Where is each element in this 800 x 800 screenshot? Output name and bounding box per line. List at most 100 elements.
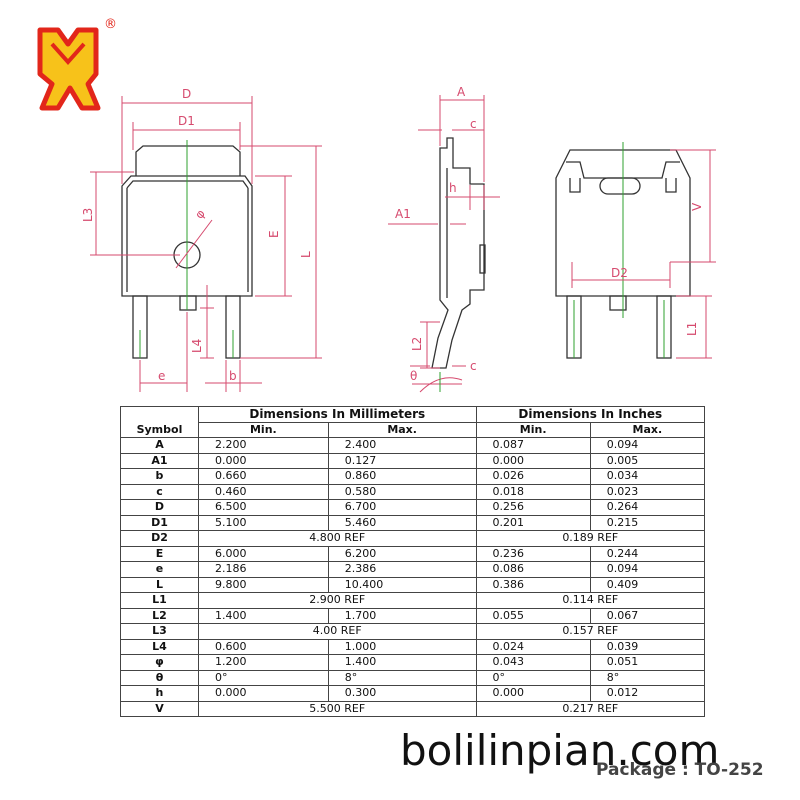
in-min-cell: 0.386 [475, 576, 591, 593]
symbol-cell: e [120, 561, 199, 578]
mm-max-cell: 6.200 [327, 545, 477, 562]
in-min-cell: 0.024 [475, 638, 591, 655]
mm-max-cell: 5.460 [327, 514, 477, 531]
mm-max-cell: 0.580 [327, 483, 477, 500]
in-min-cell: 0.256 [475, 499, 591, 516]
in-min-cell: 0.236 [475, 545, 591, 562]
label-A: A [457, 85, 466, 99]
label-L4: L4 [190, 339, 204, 353]
label-L: L [299, 251, 313, 258]
symbol-cell: D [120, 499, 199, 516]
in-max-cell: 0.215 [589, 514, 706, 531]
symbol-cell: θ [120, 669, 199, 686]
in-min-cell: 0.086 [475, 561, 591, 578]
mm-min-cell: 1.400 [197, 607, 329, 624]
mm-min-cell: 2.186 [197, 561, 329, 578]
mm-ref-cell: 4.800 REF [197, 530, 477, 547]
in-max-header: Max. [589, 421, 706, 438]
label-V: V [690, 202, 704, 211]
back-view-dims [571, 142, 716, 359]
mm-max-cell: 2.386 [327, 561, 477, 578]
label-c-top: c [470, 117, 477, 131]
mm-max-cell: 0.300 [327, 685, 477, 702]
in-min-cell: 0.026 [475, 468, 591, 485]
in-max-cell: 0.067 [589, 607, 706, 624]
label-e: e [158, 369, 165, 383]
in-ref-cell: 0.114 REF [475, 592, 706, 609]
label-b: b [229, 369, 237, 383]
mm-min-cell: 0.460 [197, 483, 329, 500]
in-max-cell: 0.012 [589, 685, 706, 702]
mm-max-cell: 1.000 [327, 638, 477, 655]
in-max-cell: 0.039 [589, 638, 706, 655]
brand-logo: ® [37, 17, 117, 111]
side-view-labels: A c h A1 L2 θ c [395, 85, 477, 383]
symbol-cell: c [120, 483, 199, 500]
front-view-labels: D D1 L3 E L φ L4 e b [81, 87, 313, 383]
inch-group-header: Dimensions In Inches [475, 406, 706, 423]
in-ref-cell: 0.157 REF [475, 623, 706, 640]
symbol-header: Symbol [120, 406, 199, 438]
symbol-cell: E [120, 545, 199, 562]
mm-min-cell: 0.660 [197, 468, 329, 485]
in-ref-cell: 0.217 REF [475, 700, 706, 717]
label-L3: L3 [81, 208, 95, 222]
registered-mark: ® [104, 17, 117, 32]
label-phi: φ [192, 206, 208, 221]
mm-min-cell: 0° [197, 669, 329, 686]
mm-max-cell: 8° [327, 669, 477, 686]
mm-min-cell: 0.600 [197, 638, 329, 655]
symbol-cell: D2 [120, 530, 199, 547]
label-E: E [267, 230, 281, 238]
in-min-cell: 0.087 [475, 437, 591, 454]
mm-ref-cell: 2.900 REF [197, 592, 477, 609]
label-h: h [449, 181, 457, 195]
label-D1: D1 [178, 114, 195, 128]
in-min-cell: 0.000 [475, 452, 591, 469]
mm-max-cell: 0.127 [327, 452, 477, 469]
mm-min-cell: 1.200 [197, 654, 329, 671]
in-max-cell: 0.094 [589, 561, 706, 578]
front-view-dims [90, 96, 322, 392]
mm-max-cell: 6.700 [327, 499, 477, 516]
watermark-text: bolilinpian.com [400, 726, 720, 775]
mm-min-header: Min. [197, 421, 329, 438]
symbol-cell: L3 [120, 623, 199, 640]
mm-min-cell: 5.100 [197, 514, 329, 531]
mm-max-cell: 1.700 [327, 607, 477, 624]
back-view-labels: V D2 L1 [611, 202, 704, 336]
label-c-bottom: c [470, 359, 477, 373]
symbol-cell: b [120, 468, 199, 485]
in-max-cell: 0.023 [589, 483, 706, 500]
in-min-cell: 0.000 [475, 685, 591, 702]
in-max-cell: 0.051 [589, 654, 706, 671]
label-L1: L1 [685, 322, 699, 336]
label-L2: L2 [410, 337, 424, 351]
mm-max-cell: 10.400 [327, 576, 477, 593]
symbol-cell: L4 [120, 638, 199, 655]
mm-ref-cell: 5.500 REF [197, 700, 477, 717]
mm-max-header: Max. [327, 421, 477, 438]
in-min-cell: 0.055 [475, 607, 591, 624]
symbol-cell: D1 [120, 514, 199, 531]
symbol-cell: h [120, 685, 199, 702]
in-max-cell: 0.005 [589, 452, 706, 469]
mm-group-header: Dimensions In Millimeters [197, 406, 477, 423]
package-caption: Package : TO-252 [596, 760, 764, 780]
in-max-cell: 0.409 [589, 576, 706, 593]
in-max-cell: 0.244 [589, 545, 706, 562]
